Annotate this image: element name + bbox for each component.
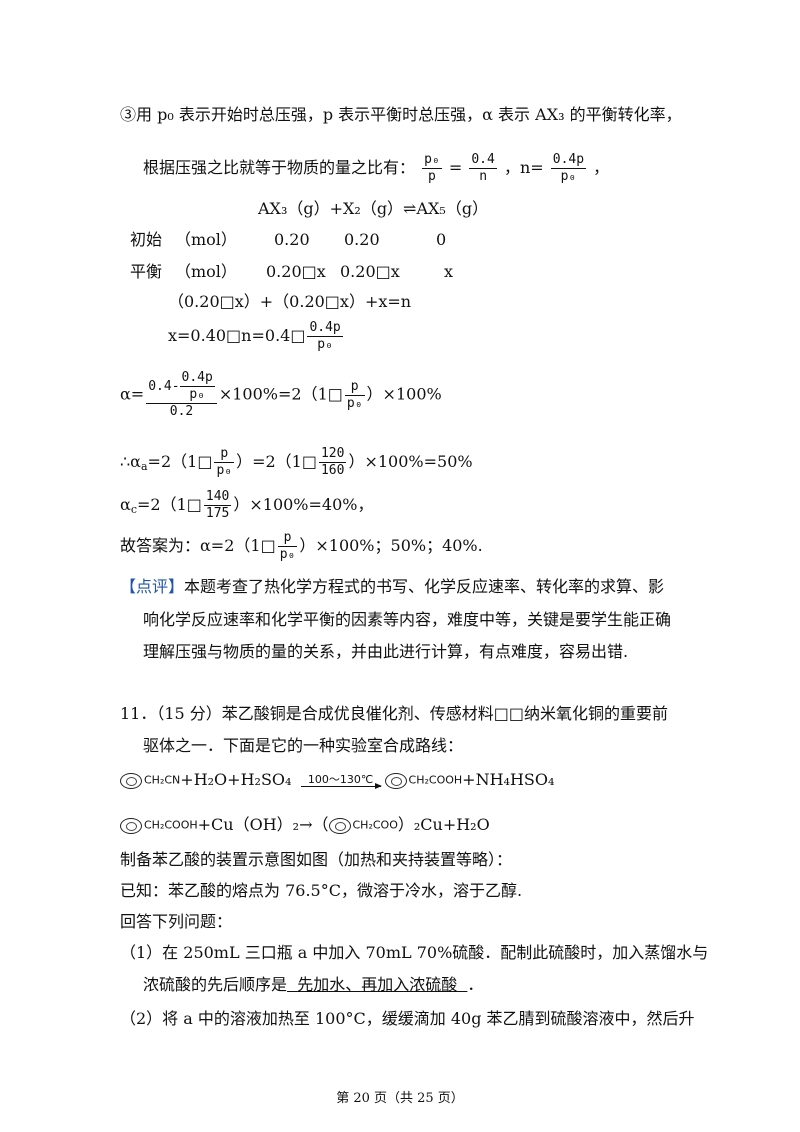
- text-span: ）=2（1□: [236, 452, 317, 471]
- text-span: +H₂O+H₂SO₄: [180, 770, 292, 789]
- text-span: CH₂COO: [352, 818, 398, 832]
- cell: 0: [436, 230, 447, 249]
- cell: 0.20□x: [340, 262, 400, 281]
- text-span: ×100%=2（1□: [218, 384, 343, 404]
- cell: 0.20□x: [266, 262, 326, 281]
- filled-answer: 先加水、再加入浓硫酸: [287, 975, 468, 994]
- benzene-ring-icon: [120, 817, 142, 834]
- comment-tag: 【点评】: [120, 577, 185, 596]
- text-line: 已知：苯乙酸的熔点为 76.5°C，微溶于冷水，溶于乙醇.: [120, 881, 523, 900]
- text-span: ）×100%: [366, 384, 442, 404]
- text-line: 制备苯乙酸的装置示意图如图（加热和夹持装置等略）：: [120, 850, 513, 869]
- text-span: x=0.40□n=0.4□: [168, 326, 306, 345]
- question-11-title: 11．（15 分）苯乙酸铜是合成优良催化剂、传感材料□□纳米氧化铜的重要前: [120, 704, 669, 723]
- text-span: ，: [593, 158, 610, 177]
- text-span: =2（1□: [147, 452, 213, 471]
- sum-line: （0.20□x）+（0.20□x）+x=n: [168, 292, 412, 311]
- text-span: ）×100%=50%: [348, 452, 473, 471]
- benzene-ring-icon: [120, 772, 142, 789]
- text-span: 根据压强之比就等于物质的量之比有：: [143, 158, 416, 177]
- row-label: 平衡: [130, 262, 163, 281]
- text-span: 浓硫酸的先后顺序是: [143, 975, 288, 994]
- subscript: c: [130, 503, 137, 516]
- row-unit: （mol）: [175, 262, 237, 281]
- text-span: +Cu（OH）₂→（: [197, 815, 329, 834]
- question-1-answer-line: 浓硫酸的先后顺序是 先加水、再加入浓硫酸 ．: [143, 974, 483, 996]
- text-line: 回答下列问题：: [120, 912, 233, 931]
- subscript: a: [140, 460, 148, 473]
- reaction-2: CH₂COOH+Cu（OH）₂→（ CH₂COO）₂Cu+H₂O: [120, 810, 490, 841]
- text-span: 故答案为：α=2（1□: [120, 536, 276, 555]
- question-2-text: （2）将 a 中的溶液加热至 100°C，缓缓滴加 40g 苯乙腈到硫酸溶液中，…: [120, 1009, 695, 1028]
- text-line: ③用 p₀ 表示开始时总压强，p 表示平衡时总压强，α 表示 AX₃ 的平衡转化…: [120, 105, 682, 124]
- reaction-equation: AX₃（g）+X₂（g）⇌AX₅（g）: [258, 199, 489, 218]
- question-11-text: 驱体之一．下面是它的一种实验室合成路线：: [143, 736, 464, 755]
- text-span: ）₂Cu+H₂O: [397, 815, 490, 834]
- text-span: CH₂COOH: [144, 818, 198, 832]
- row-label: 初始: [130, 230, 163, 249]
- text-span: +NH₄HSO₄: [462, 770, 555, 789]
- comment-line: 【点评】本题考查了热化学方程式的书写、化学反应速率、转化率的求算、影: [120, 576, 664, 598]
- text-span: ）×100%=40%，: [233, 495, 374, 514]
- benzene-ring-icon: [328, 817, 351, 834]
- text-span: α=: [120, 384, 145, 404]
- text-span: CH₂COOH: [408, 773, 463, 787]
- comment-line: 响化学反应速率和化学平衡的因素等内容，难度中等，关键是要学生能正确: [143, 610, 672, 629]
- comment-line: 理解压强与物质的量的关系，并由此进行计算，有点难度，容易出错.: [143, 642, 629, 661]
- text-span: ∴α: [120, 452, 141, 471]
- reaction-arrow: 100～130℃: [300, 774, 382, 789]
- benzene-ring-icon: [384, 772, 407, 789]
- page-footer: 第 20 页（共 25 页）: [336, 1091, 464, 1106]
- text-span: ）×100%；50%；40%.: [299, 536, 483, 555]
- text-span: ．: [467, 975, 484, 994]
- text-span: =2（1□: [136, 495, 202, 514]
- cell: 0.20: [274, 230, 310, 249]
- text-span: ，n=: [503, 158, 544, 177]
- reaction-1: CH₂CN+H₂O+H₂SO₄ 100～130℃ CH₂COOH+NH₄HSO₄: [120, 765, 554, 796]
- text-span: 本题考查了热化学方程式的书写、化学反应速率、转化率的求算、影: [184, 577, 665, 596]
- question-1-text: （1）在 250mL 三口瓶 a 中加入 70mL 70%硫酸．配制此硫酸时，加…: [120, 943, 709, 962]
- row-unit: （mol）: [175, 230, 237, 249]
- cell: 0.20: [344, 230, 380, 249]
- cell: x: [444, 262, 454, 281]
- text-span: CH₂CN: [144, 773, 181, 787]
- text-span: α: [120, 495, 131, 514]
- text-span: =: [448, 158, 463, 177]
